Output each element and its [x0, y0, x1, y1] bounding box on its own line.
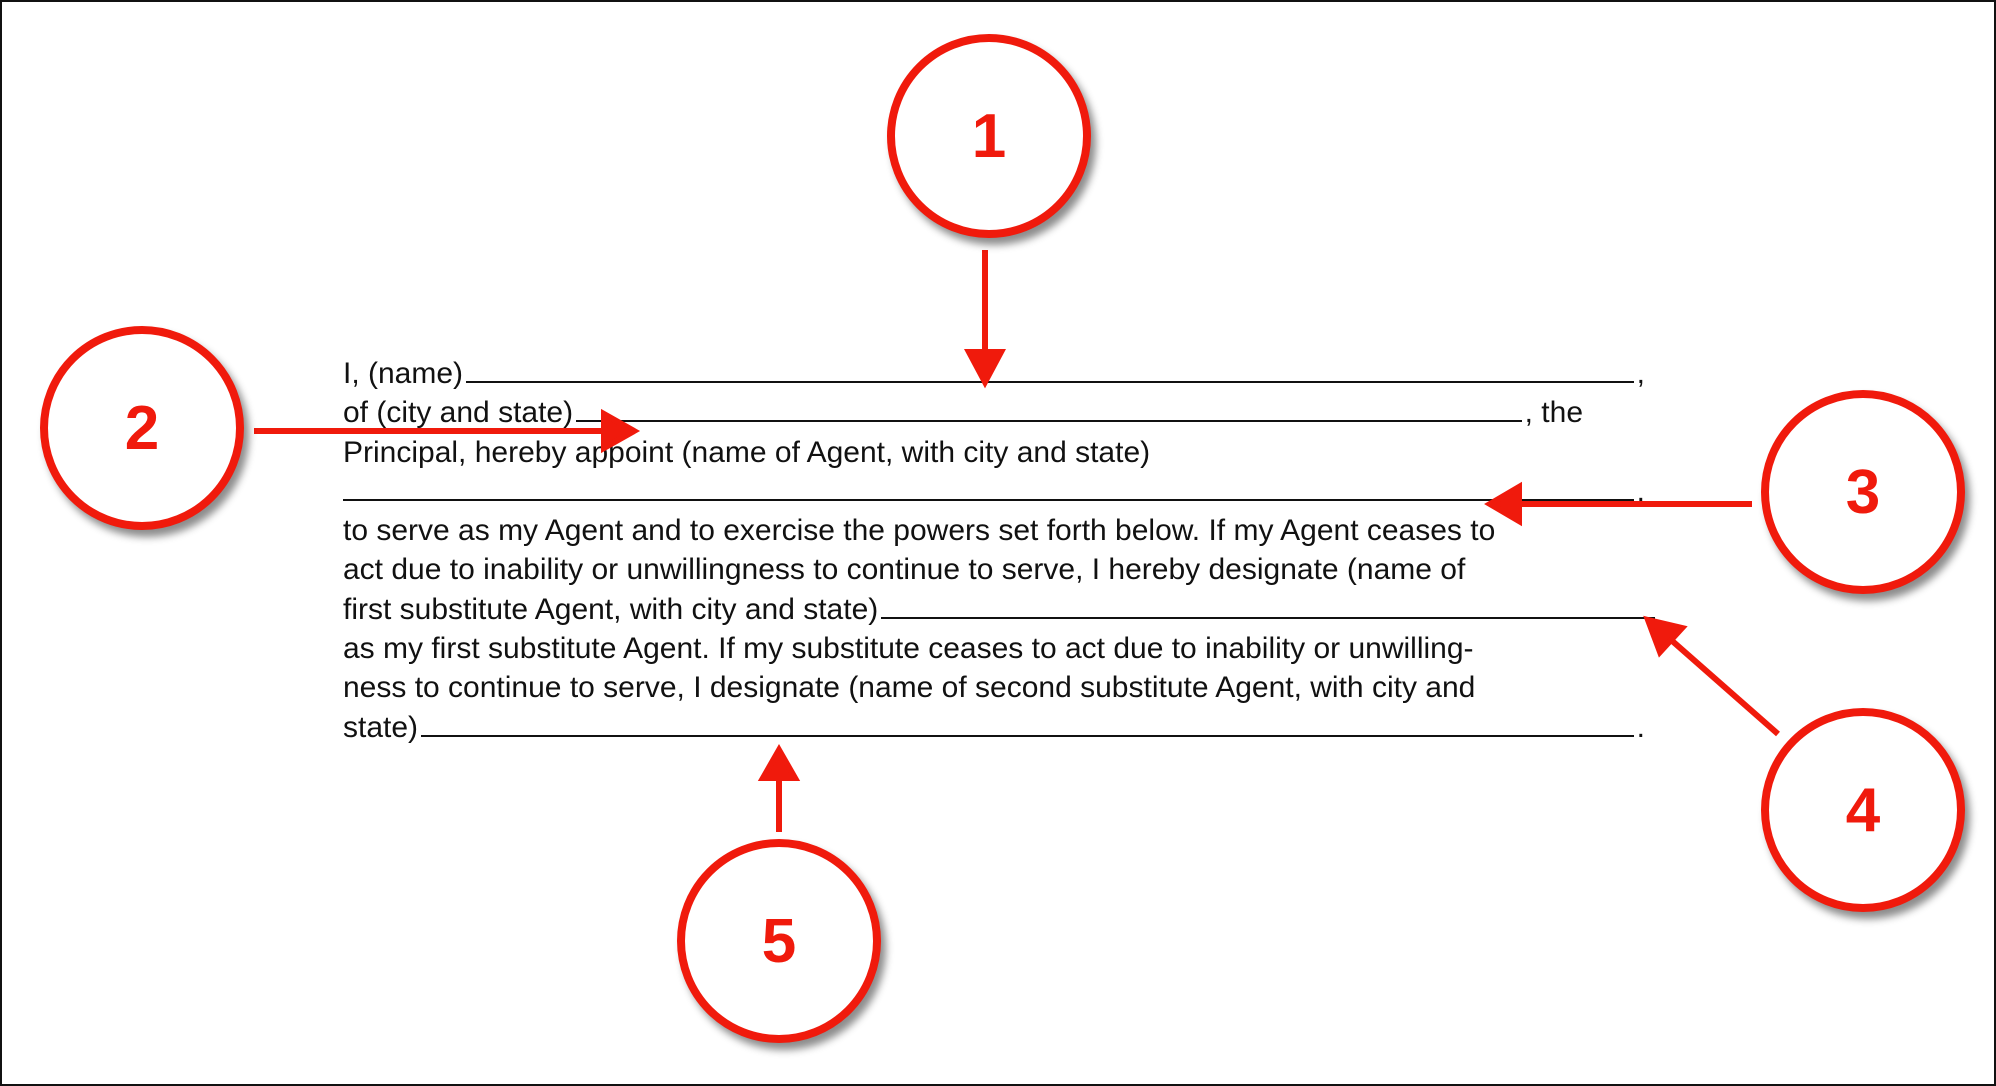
arrow-4-shaft	[1668, 636, 1780, 737]
power-of-attorney-paragraph: I, (name) , of (city and state) , the Pr…	[343, 354, 1655, 747]
label: I, (name)	[343, 357, 464, 390]
label: of (city and state)	[343, 396, 574, 430]
first-substitute-blank[interactable]	[881, 591, 1655, 619]
punct: .	[1636, 474, 1645, 508]
label: state)	[343, 710, 419, 744]
callout-1: 1	[887, 34, 1091, 238]
callout-4: 4	[1761, 708, 1965, 912]
callout-number: 5	[761, 906, 797, 976]
callout-number: 2	[124, 393, 160, 463]
callout-3: 3	[1761, 390, 1965, 594]
line-text: as my first substitute Agent. If my subs…	[343, 629, 1653, 668]
line-text: to serve as my Agent and to exercise the…	[343, 511, 1653, 550]
line-principal-city: of (city and state) , the	[343, 393, 1583, 432]
text: as my first substitute Agent. If my subs…	[343, 632, 1474, 666]
line-text: ness to continue to serve, I designate (…	[343, 668, 1653, 707]
line-text: act due to inability or unwillingness to…	[343, 550, 1653, 589]
text: act due to inability or unwillingness to…	[343, 553, 1466, 587]
principal-name-blank[interactable]	[466, 355, 1634, 383]
text: ness to continue to serve, I designate (…	[343, 671, 1476, 705]
callout-number: 1	[971, 101, 1007, 171]
callout-2: 2	[40, 326, 244, 530]
punct: .	[1636, 710, 1645, 744]
text: to serve as my Agent and to exercise the…	[343, 514, 1496, 548]
callout-5: 5	[677, 839, 881, 1043]
callout-number: 3	[1845, 457, 1881, 527]
punct: , the	[1524, 396, 1583, 430]
line-principal-name: I, (name) ,	[343, 354, 1645, 393]
punct: ,	[1636, 357, 1645, 390]
agent-name-blank[interactable]	[343, 473, 1634, 501]
line-text: Principal, hereby appoint (name of Agent…	[343, 433, 1653, 472]
line-agent: .	[343, 472, 1645, 511]
second-substitute-blank[interactable]	[421, 709, 1634, 737]
line-first-substitute: first substitute Agent, with city and st…	[343, 590, 1655, 629]
text: Principal, hereby appoint (name of Agent…	[343, 435, 1151, 469]
label: first substitute Agent, with city and st…	[343, 592, 879, 626]
callout-number: 4	[1845, 775, 1881, 845]
arrow-5-head	[757, 743, 801, 781]
principal-city-state-blank[interactable]	[576, 394, 1522, 423]
line-second-substitute: state) .	[343, 708, 1645, 747]
